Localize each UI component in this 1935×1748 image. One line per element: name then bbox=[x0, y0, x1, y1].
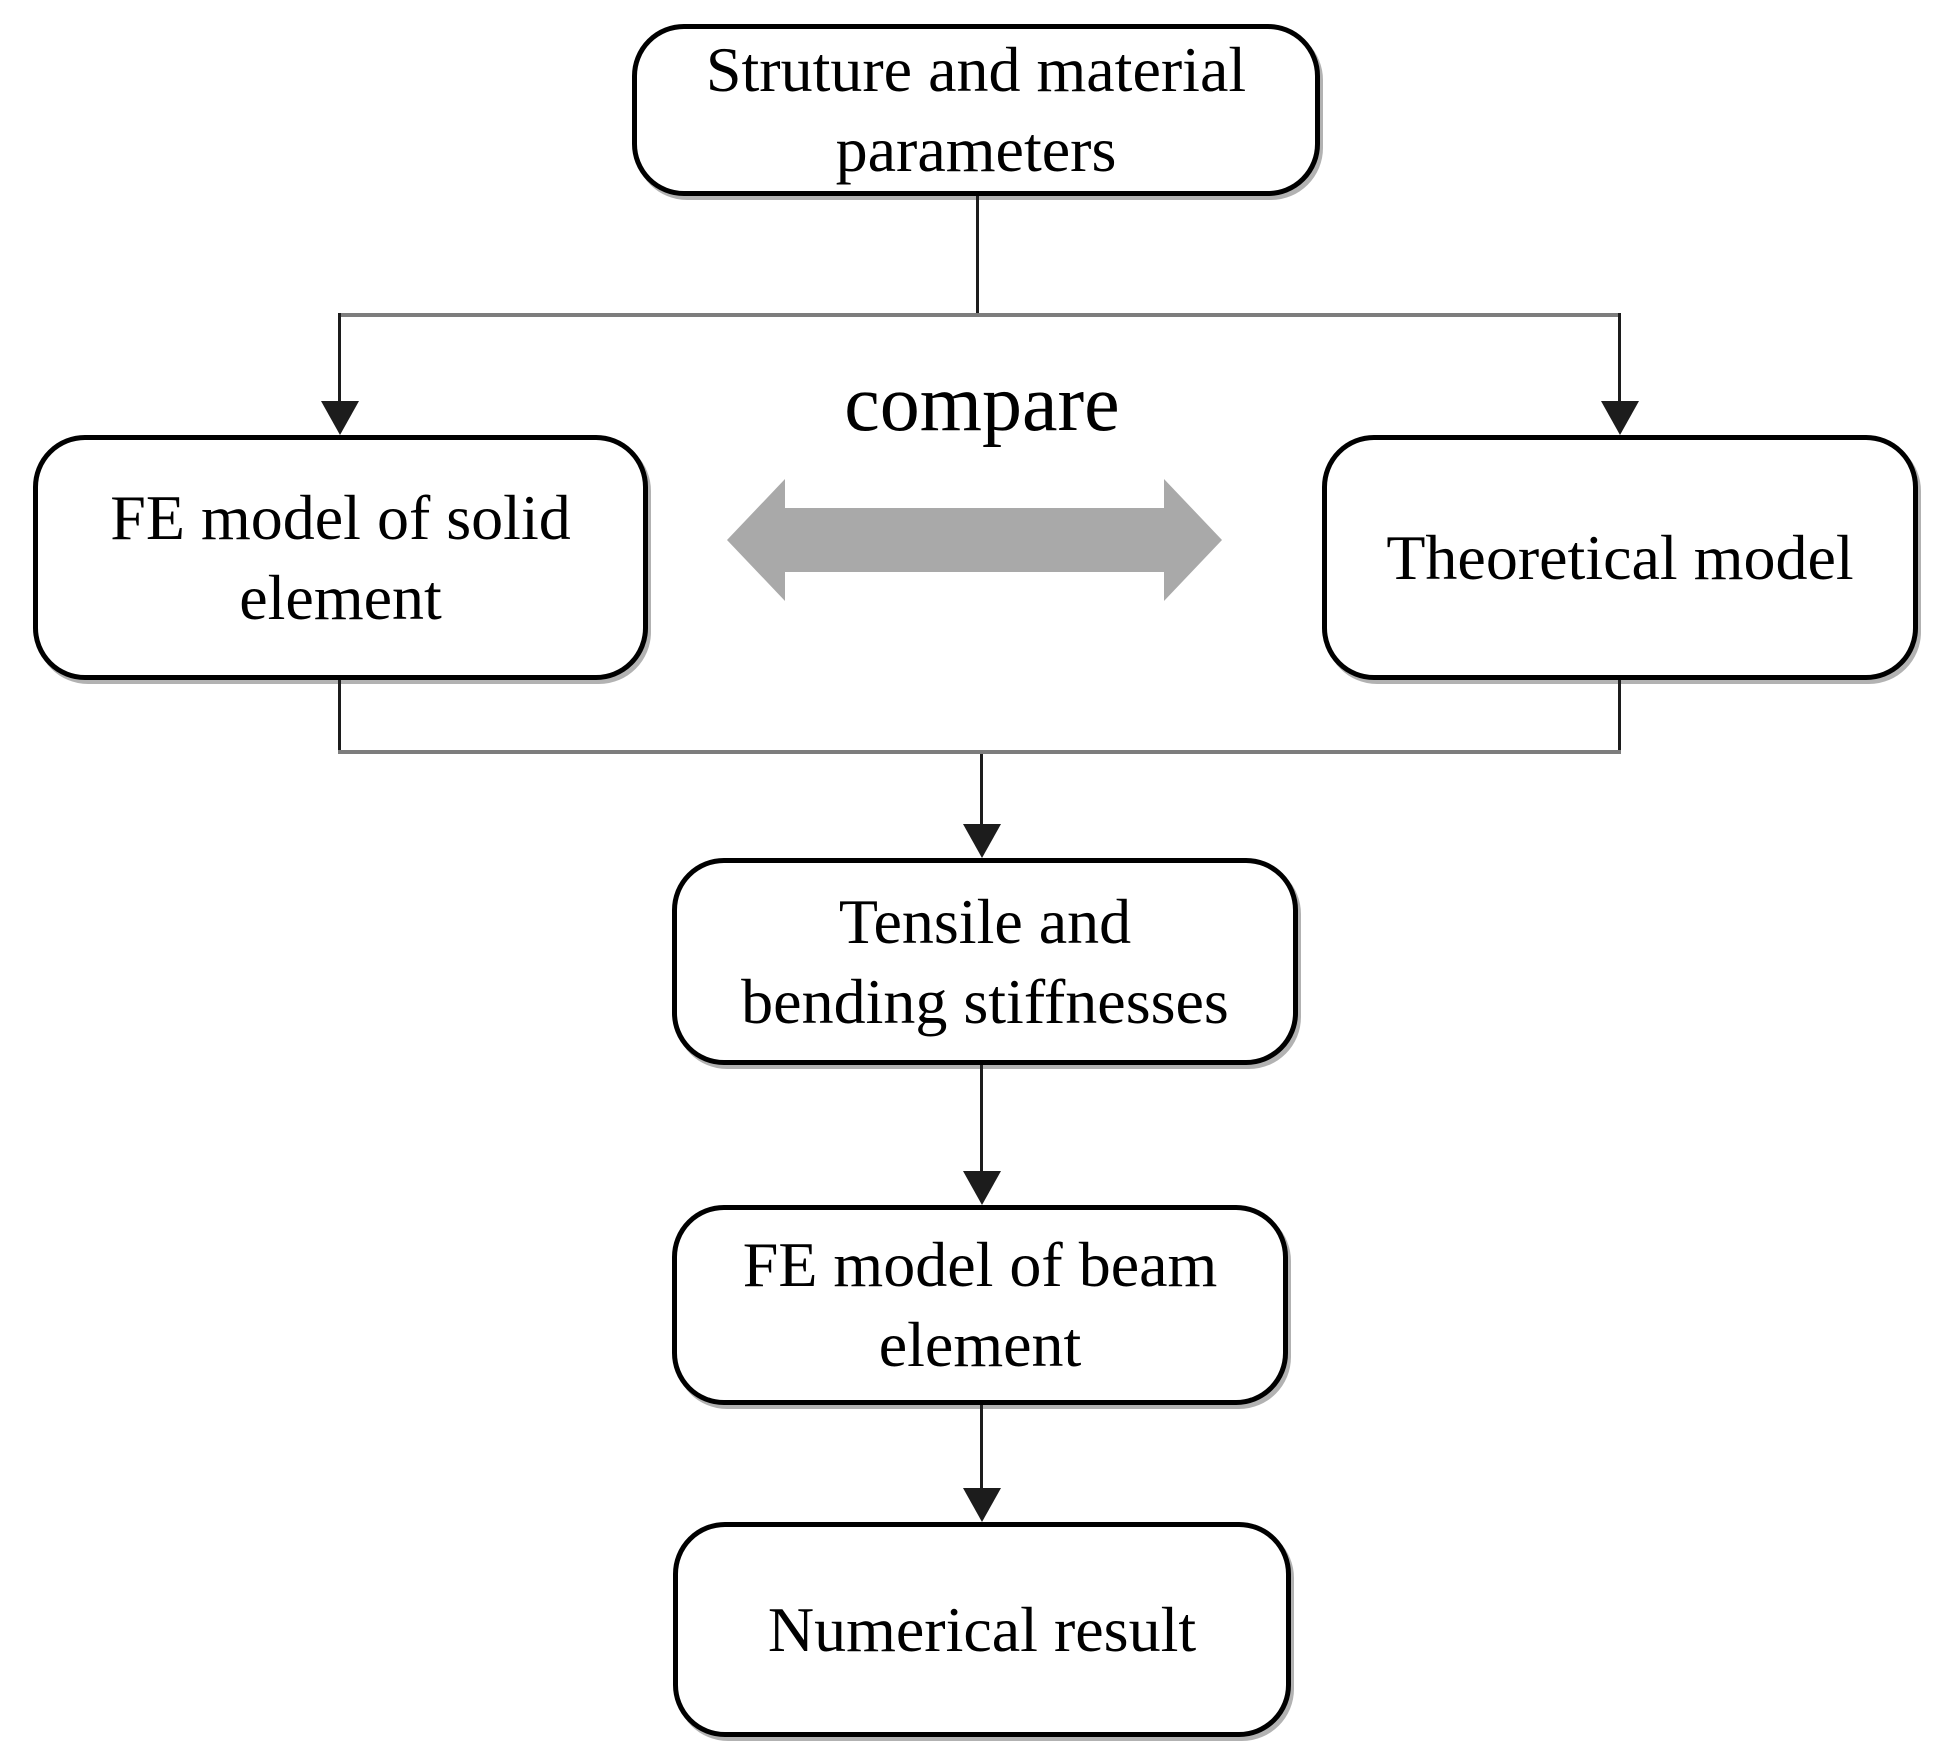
node-text-line: element bbox=[239, 561, 442, 633]
down-arrow-icon bbox=[963, 1488, 1001, 1522]
connector-riser-left bbox=[338, 680, 341, 754]
down-arrow-icon bbox=[1601, 401, 1639, 435]
compare-label: compare bbox=[844, 360, 1120, 448]
node-text-line: FE model of solid bbox=[110, 481, 571, 553]
connector-stem-top bbox=[976, 196, 979, 317]
branch-line bbox=[338, 313, 1621, 317]
node-fe-solid-element: FE model of solid element bbox=[33, 435, 648, 680]
node-text-line: element bbox=[878, 1309, 1082, 1380]
connector-stem-result bbox=[980, 1405, 983, 1488]
node-fe-beam-element: FE model of beam element bbox=[672, 1205, 1288, 1405]
connector-drop-left bbox=[338, 313, 341, 403]
node-text-line: Theoretical model bbox=[1386, 521, 1854, 593]
node-structure-parameters: Struture and material parameters bbox=[632, 24, 1320, 196]
down-arrow-icon bbox=[321, 401, 359, 435]
node-text-line: bending stiffnesses bbox=[741, 965, 1229, 1037]
down-arrow-icon bbox=[963, 1171, 1001, 1205]
node-tensile-bending-stiffnesses: Tensile and bending stiffnesses bbox=[672, 858, 1298, 1065]
merge-line bbox=[338, 750, 1621, 754]
node-text-line: Numerical result bbox=[767, 1593, 1197, 1665]
node-text-line: FE model of beam bbox=[742, 1229, 1218, 1300]
connector-riser-right bbox=[1618, 680, 1621, 754]
node-text-line: Struture and material bbox=[705, 34, 1247, 105]
connector-stem-middle bbox=[980, 754, 983, 824]
connector-drop-right bbox=[1618, 313, 1621, 403]
node-text-line: parameters bbox=[835, 114, 1117, 185]
down-arrow-icon bbox=[963, 824, 1001, 858]
connector-stem-beam bbox=[980, 1065, 983, 1171]
node-theoretical-model: Theoretical model bbox=[1322, 435, 1918, 680]
node-numerical-result: Numerical result bbox=[673, 1522, 1291, 1737]
compare-double-arrow-icon bbox=[727, 479, 1222, 601]
node-text-line: Tensile and bbox=[838, 885, 1132, 957]
